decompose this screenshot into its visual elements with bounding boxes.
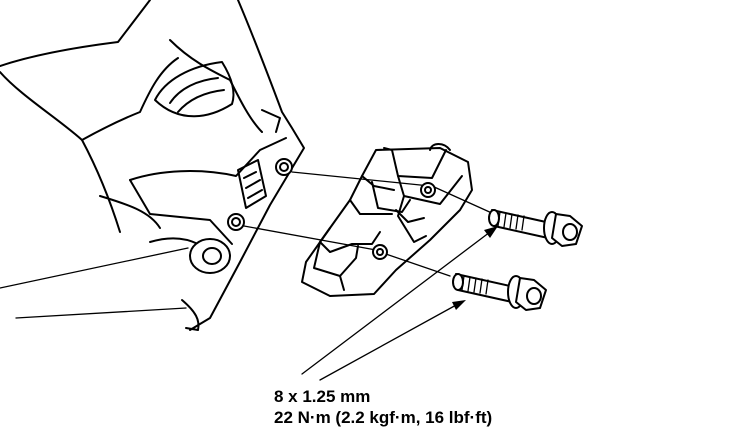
- flange-bolt-lower: [452, 273, 547, 311]
- flange-bolt-upper: [488, 209, 583, 247]
- alignment-lines: [0, 171, 495, 319]
- mount-bracket: [301, 143, 473, 297]
- transmission-housing: [0, 0, 305, 331]
- callout-leaders: [301, 226, 498, 381]
- arrow-head-lower: [452, 300, 466, 310]
- bolt-spec-callout: 8 x 1.25 mm 22 N·m (2.2 kgf·m, 16 lbf·ft…: [274, 386, 492, 428]
- arrow-head-upper: [484, 226, 498, 238]
- bolt-size-label: 8 x 1.25 mm: [274, 387, 371, 406]
- torque-spec-label: 22 N·m (2.2 kgf·m, 16 lbf·ft): [274, 408, 493, 427]
